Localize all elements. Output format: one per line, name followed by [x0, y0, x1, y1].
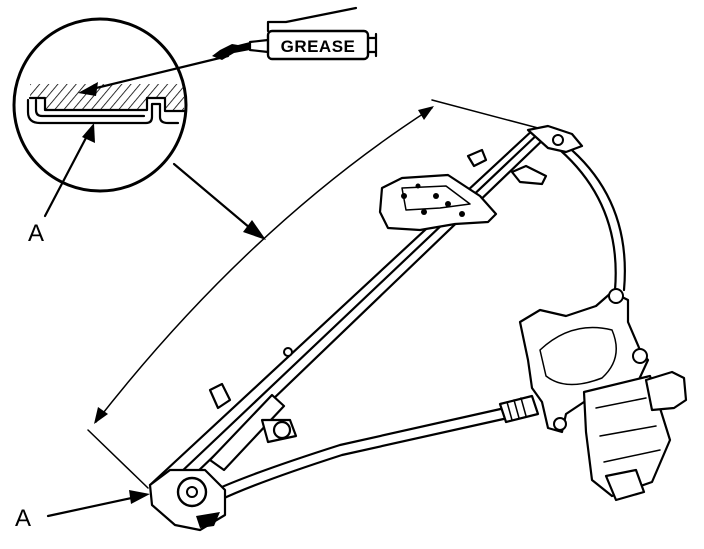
top-pulley-pivot — [552, 134, 564, 146]
diagonal-brace — [208, 393, 286, 472]
range-arrowhead-bottom — [94, 407, 108, 424]
callout-a-top-arrowhead — [82, 123, 95, 143]
groove-inner-line — [34, 98, 146, 118]
detail-connector — [172, 162, 266, 240]
carrier-dot-1 — [433, 193, 439, 199]
regulator-motor — [518, 288, 688, 502]
range-arrowhead-top — [418, 106, 434, 120]
callout-a-top: A — [28, 123, 95, 247]
surface-edge — [28, 96, 188, 113]
groove-channel — [26, 98, 180, 125]
cable-lower-outer — [213, 406, 507, 492]
gear-housing-cover — [539, 326, 617, 386]
lower-brace — [208, 393, 298, 472]
rail-tab-lower — [208, 382, 232, 410]
detail-magnifier — [12, 17, 230, 193]
rail-center-line — [158, 129, 543, 494]
hatched-surface — [30, 84, 184, 111]
callout-a-top-line — [43, 132, 90, 218]
carrier-dot-5 — [459, 211, 465, 217]
range-arc — [95, 107, 433, 423]
callout-a-bottom-line — [46, 495, 138, 518]
motor-end-cap — [604, 468, 646, 502]
regulator-cable — [213, 143, 626, 502]
carrier-recess — [401, 185, 471, 211]
callout-a-top-label: A — [28, 220, 44, 247]
cable-sleeve-ribs — [506, 397, 527, 421]
carrier-dot-2 — [445, 201, 451, 207]
detail-connector-arrowhead — [243, 220, 266, 240]
bottom-pulley-pivot — [186, 486, 198, 498]
cable-lower-inner — [218, 416, 510, 502]
extension-line-top — [431, 99, 539, 129]
callout-a-bottom-label: A — [15, 505, 31, 532]
grease-tube-tail — [266, 6, 358, 33]
grease-tube-neck — [248, 38, 270, 54]
bottom-pulley-bracket — [148, 468, 227, 532]
cable-upper-inner — [558, 148, 617, 292]
regulator-rail — [148, 124, 584, 502]
grease-tube: GREASE — [212, 6, 378, 61]
grease-nozzle — [212, 42, 250, 60]
callout-a-bottom: A — [15, 490, 150, 532]
grease-label: GREASE — [281, 37, 356, 56]
motor-connector — [644, 370, 688, 412]
carrier-dot-6 — [415, 183, 421, 189]
carrier-dot-3 — [401, 193, 407, 199]
grease-tube-cap — [366, 32, 378, 58]
rail-tab-top-left — [466, 148, 488, 168]
carrier-dot-4 — [421, 209, 427, 215]
housing-mount-right — [632, 348, 648, 364]
carrier-plate — [378, 173, 498, 232]
detail-connector-line — [172, 162, 252, 230]
rail-tab-top-right — [510, 164, 548, 186]
extension-line-bottom — [87, 429, 149, 489]
grease-pointer-line — [86, 54, 230, 92]
grease-tube-body — [266, 29, 370, 61]
cable-upper-outer — [564, 143, 626, 292]
motor-body-lines — [595, 397, 661, 463]
rail-hole — [283, 347, 293, 357]
bottom-bracket-shadow — [196, 512, 220, 528]
callout-a-bottom-arrowhead — [129, 490, 150, 504]
grease-pointer-arrowhead — [78, 82, 98, 96]
range-dimension — [87, 99, 539, 489]
glass-carrier — [378, 173, 498, 232]
housing-mount-top — [608, 288, 624, 304]
housing-mount-bottom — [553, 417, 567, 431]
brace-bolt — [272, 420, 292, 440]
